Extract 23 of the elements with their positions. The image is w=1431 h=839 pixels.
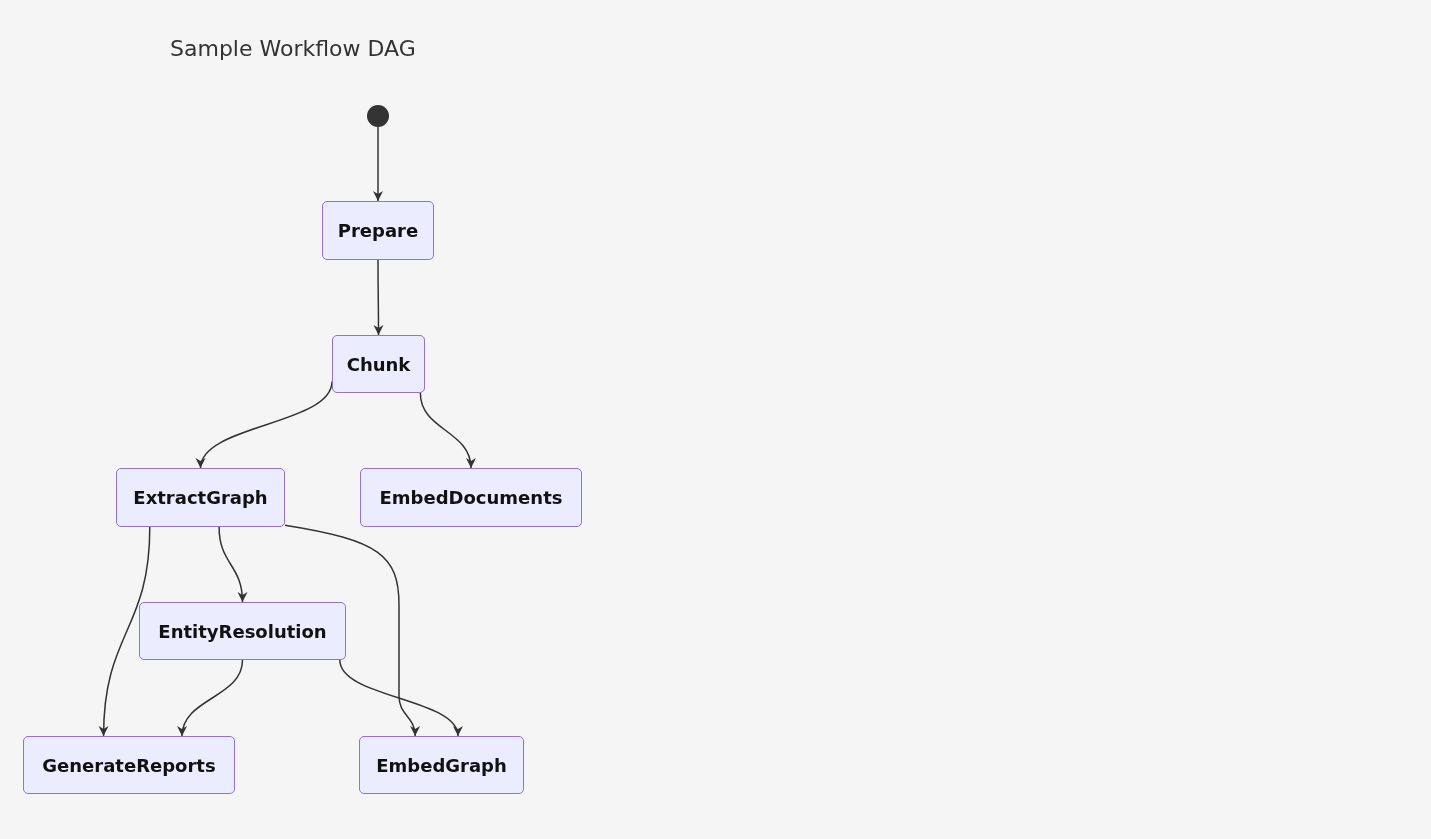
arrow — [218, 526, 247, 603]
arrow — [373, 126, 383, 202]
process-box — [322, 201, 434, 260]
node-label: ExtractGraph — [133, 486, 268, 510]
arrow — [419, 392, 475, 469]
process-box — [139, 602, 346, 660]
node-label: EmbedGraph — [376, 753, 507, 778]
node-label: EmbedDocuments — [379, 486, 563, 510]
arrow — [284, 524, 420, 737]
arrow — [373, 259, 384, 336]
process-box — [116, 468, 285, 527]
node-label: Chunk — [346, 352, 411, 377]
process-box — [360, 468, 582, 527]
node-label: Prepare — [337, 219, 419, 243]
process-box — [359, 736, 524, 794]
arrow — [339, 659, 461, 737]
diagram-title: Sample Workflow DAG — [170, 35, 416, 63]
node-label: GenerateReports — [42, 753, 216, 778]
arrow — [98, 526, 151, 737]
node-label: EntityResolution — [158, 619, 327, 644]
process-box — [332, 335, 425, 393]
arrow — [178, 659, 244, 737]
process-box — [23, 736, 235, 794]
